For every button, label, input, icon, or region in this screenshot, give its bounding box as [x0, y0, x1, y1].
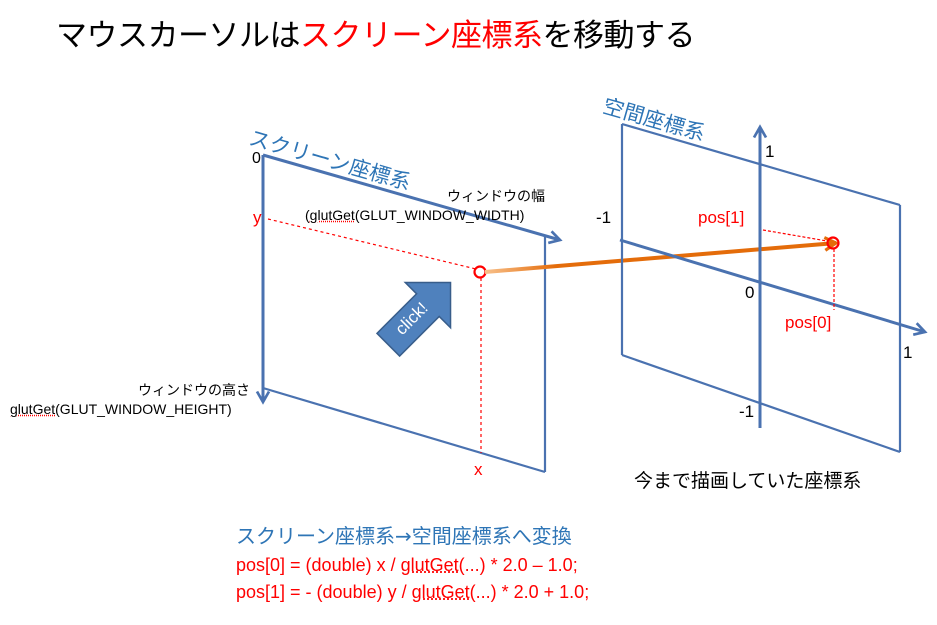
glutget-token: glutGet: [411, 582, 470, 602]
page-title: マウスカーソルはスクリーン座標系を移動する: [56, 10, 695, 55]
glutget-token: glutGet: [10, 401, 56, 417]
conversion-heading: スクリーン座標系→空間座標系へ変換: [236, 524, 572, 548]
space-origin-label: 0: [745, 283, 755, 302]
formula-pos1: pos[1] = - (double) y / glutGet(...) * 2…: [236, 582, 590, 602]
space-x-left-label: -1: [596, 208, 612, 227]
formula-pos0: pos[0] = (double) x / glutGet(...) * 2.0…: [236, 555, 578, 575]
y-guide-dashed: [267, 218, 477, 270]
screen-origin-label: 0: [252, 150, 261, 167]
title-highlight: スクリーン座標系: [300, 18, 543, 54]
pos1-label: pos[1]: [698, 208, 745, 227]
window-width-code: (glutGet(GLUT_WINDOW_WIDTH): [305, 207, 525, 223]
title-suffix: を移動する: [542, 18, 695, 54]
glutget-token: glutGet: [309, 207, 355, 223]
pos1-guide-dashed: [762, 229, 828, 242]
screen-y-label: y: [253, 208, 262, 227]
title-prefix: マウスカーソルは: [56, 18, 301, 54]
screen-point-marker: [473, 265, 487, 279]
screen-bottom-edge: [262, 386, 546, 474]
window-width-label: ウィンドウの幅: [447, 188, 545, 204]
space-y-bottom-label: -1: [739, 402, 755, 421]
screen-x-axis-arrow: [262, 153, 563, 245]
screen-x-label: x: [474, 460, 483, 479]
window-height-label: ウィンドウの高さ: [138, 382, 250, 398]
pos0-label: pos[0]: [785, 313, 832, 332]
space-y-top-label: 1: [765, 142, 775, 161]
space-caption: 今まで描画していた座標系: [634, 470, 862, 492]
space-point-marker: [826, 236, 840, 250]
conversion-block: スクリーン座標系→空間座標系へ変換 pos[0] = (double) x / …: [236, 520, 589, 603]
click-arrow-shape: [375, 281, 452, 358]
space-x-right-label: 1: [903, 343, 913, 362]
space-x-axis-arrow: [619, 238, 928, 337]
glutget-token: glutGet: [400, 555, 459, 575]
mapping-arrow: [484, 236, 840, 274]
space-plane: [619, 122, 928, 454]
window-height-code: glutGet(GLUT_WINDOW_HEIGHT): [10, 401, 232, 417]
